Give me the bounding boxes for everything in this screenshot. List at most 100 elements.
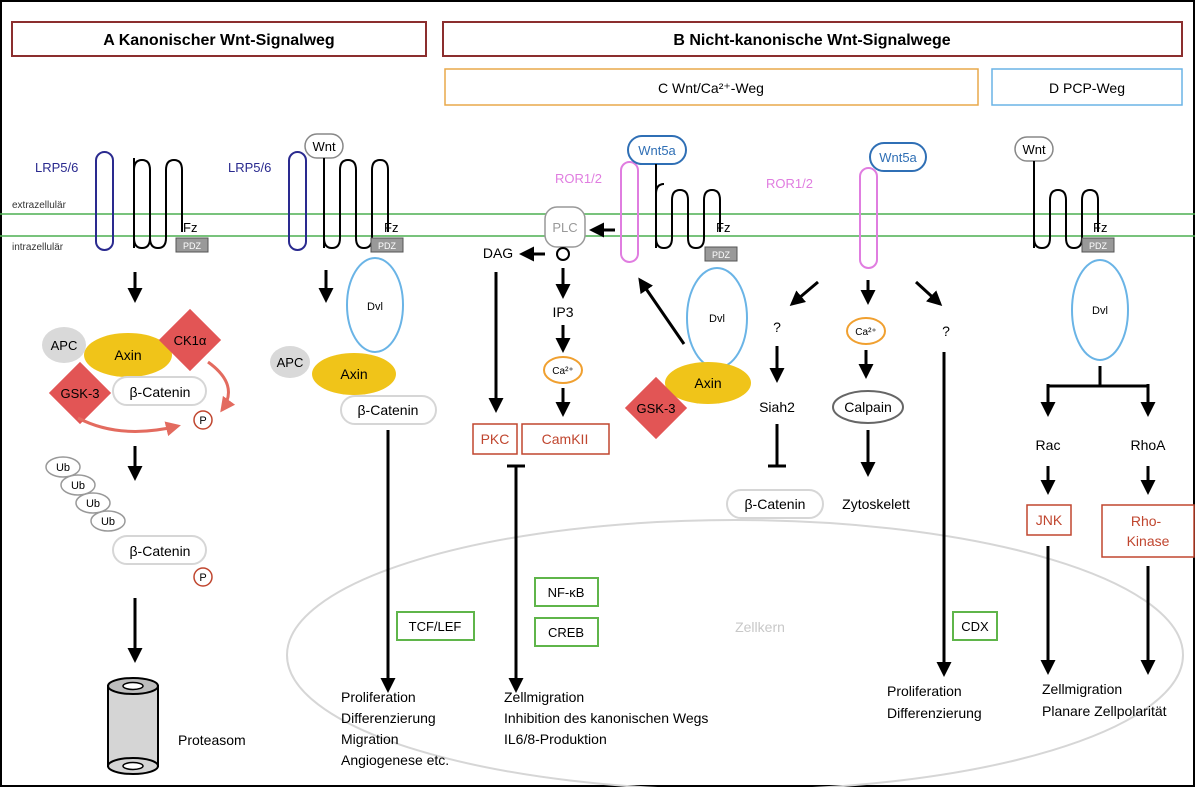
rho-kinase-box xyxy=(1101,504,1195,558)
wnt-ligand-a-label: Wnt xyxy=(312,139,336,154)
header-b: B Nicht-kanonische Wnt-Signalwege xyxy=(673,32,950,49)
wnt-ligand-d-label: Wnt xyxy=(1022,142,1046,157)
dag-label: DAG xyxy=(483,245,513,261)
header-a: A Kanonischer Wnt-Signalweg xyxy=(103,32,334,49)
dvl-d xyxy=(1071,259,1129,361)
axin-label: Axin xyxy=(114,347,141,363)
fz-label: Fz xyxy=(183,220,197,235)
camkii-label: CamKII xyxy=(542,431,589,447)
beta-catenin-c xyxy=(726,489,824,519)
axin-2-label: Axin xyxy=(340,366,367,382)
frizzled-receptor-3 xyxy=(655,164,721,250)
lrp-label-2: LRP5/6 xyxy=(228,160,271,175)
pcp-outcome-1: Zellmigration xyxy=(1042,681,1122,697)
pdz-label: PDZ xyxy=(183,241,202,251)
header-a-box xyxy=(11,21,427,57)
gsk3-label: GSK-3 xyxy=(60,386,99,401)
ca-2 xyxy=(846,317,886,345)
rho-kinase-line-2: Kinase xyxy=(1127,533,1170,549)
ub-2-label: Ub xyxy=(71,480,85,492)
phospho-a xyxy=(193,410,213,430)
nfkb-box xyxy=(534,577,599,607)
pdz-box-4 xyxy=(1081,237,1115,253)
ck1a xyxy=(158,308,222,372)
lrp-receptor-2 xyxy=(288,151,307,251)
frizzled-receptor-2 xyxy=(323,158,389,250)
header-c-box xyxy=(444,68,979,106)
plc-anchor xyxy=(556,247,570,261)
fz-label-2: Fz xyxy=(384,220,398,235)
pdz-box-2 xyxy=(370,237,404,253)
unknown-2: ? xyxy=(942,323,950,339)
pdz-box xyxy=(175,237,209,253)
ca-2-label: Ca²⁺ xyxy=(855,327,876,338)
frizzled-loop xyxy=(133,170,151,250)
beta-catenin-ub-label: β-Catenin xyxy=(130,543,191,559)
canonical-outcomes: Proliferation Differenzierung Migration … xyxy=(341,689,449,768)
nfkb-label: NF-κB xyxy=(548,585,585,600)
zytoskelett-label: Zytoskelett xyxy=(842,496,910,512)
apc-2 xyxy=(270,346,310,378)
beta-catenin-ub xyxy=(112,535,207,565)
pdz-box-3 xyxy=(704,246,738,262)
canonical-outcome-3: Migration xyxy=(341,731,399,747)
ub-1 xyxy=(45,456,81,478)
axin-2 xyxy=(312,353,396,395)
ck1a-phospho-arrow xyxy=(207,360,236,413)
intracellular-label: intrazellulär xyxy=(12,242,64,253)
header-d: D PCP-Weg xyxy=(1049,80,1125,96)
proteasome-icon xyxy=(107,677,159,775)
axin-c-label: Axin xyxy=(694,375,721,391)
pdz-label-2: PDZ xyxy=(378,241,397,251)
apc xyxy=(42,327,86,363)
creb-box xyxy=(534,617,599,647)
extracellular-label: extrazellulär xyxy=(12,200,67,211)
dvl-d-label: Dvl xyxy=(1092,305,1108,317)
beta-catenin-c-label: β-Catenin xyxy=(745,496,806,512)
apc-2-label: APC xyxy=(277,355,304,370)
jnk-box xyxy=(1026,504,1072,536)
wnt5a-1-label: Wnt5a xyxy=(638,143,676,158)
ub-4 xyxy=(90,510,126,532)
rho-kinase-label: Rho- Kinase xyxy=(1127,513,1170,549)
dvl-c-label: Dvl xyxy=(709,313,725,325)
ror-receptor-1 xyxy=(620,161,639,263)
tcf-lef-label: TCF/LEF xyxy=(409,619,462,634)
ub-2 xyxy=(60,474,96,496)
gsk3-c xyxy=(624,376,688,440)
ca-1 xyxy=(543,356,583,384)
unknown-1: ? xyxy=(773,319,781,335)
jnk-label: JNK xyxy=(1036,512,1063,528)
canonical-outcome-2: Differenzierung xyxy=(341,710,436,726)
ip3-label: IP3 xyxy=(552,304,573,320)
ca-outcome-1: Zellmigration xyxy=(504,689,584,705)
lrp-label: LRP5/6 xyxy=(35,160,78,175)
dvl-a xyxy=(346,257,404,353)
dvl-a-label: Dvl xyxy=(367,301,383,313)
ub-4-label: Ub xyxy=(101,516,115,528)
rac-label: Rac xyxy=(1036,437,1061,453)
cdx-label: CDX xyxy=(961,619,989,634)
header-c: C Wnt/Ca²⁺-Weg xyxy=(658,80,764,96)
pdz-label-4: PDZ xyxy=(1089,241,1108,251)
ror-outcomes: Proliferation Differenzierung xyxy=(887,683,982,721)
gsk3-c-label: GSK-3 xyxy=(636,401,675,416)
canonical-outcome-1: Proliferation xyxy=(341,689,416,705)
pcp-outcomes: Zellmigration Planare Zellpolarität xyxy=(1042,681,1167,719)
header-d-box xyxy=(991,68,1183,106)
arrow-dvl-ror xyxy=(638,277,686,345)
fz-label-3: Fz xyxy=(716,220,730,235)
pkc-box xyxy=(472,423,518,455)
phospho-ub-label: P xyxy=(199,572,206,584)
ror-label-2: ROR1/2 xyxy=(766,176,813,191)
ror-receptor-2 xyxy=(859,167,878,269)
tcf-lef-box xyxy=(396,611,475,641)
axin xyxy=(84,333,172,377)
ca-1-label: Ca²⁺ xyxy=(552,366,573,377)
gsk3-phospho-arrow xyxy=(77,416,181,437)
ub-3 xyxy=(75,492,111,514)
apc-label: APC xyxy=(51,338,78,353)
ca-outcome-3: IL6/8-Produktion xyxy=(504,731,607,747)
arrow-ror-cdx xyxy=(914,280,943,307)
